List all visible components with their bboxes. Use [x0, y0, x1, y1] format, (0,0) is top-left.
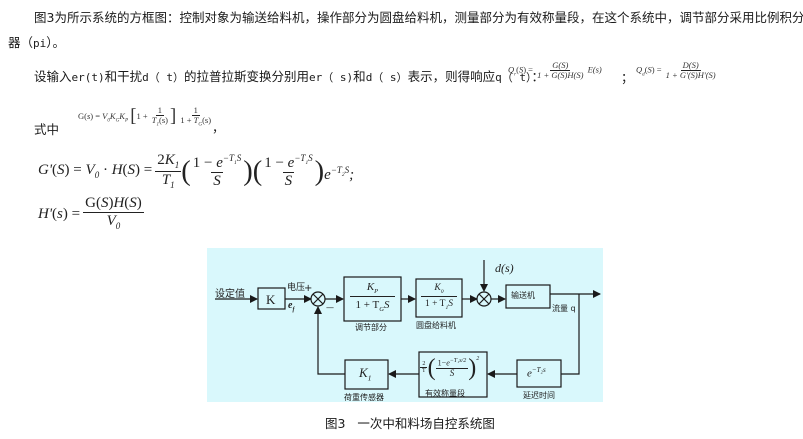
where-label: 式中: [34, 122, 60, 137]
feeder-label: 圆盘给料机: [416, 321, 456, 330]
setpoint-label: 设定值: [215, 289, 245, 300]
controller-den-tail: S: [384, 299, 390, 312]
laplace-paragraph: 设输入er(t)和干扰d（ t）的拉普拉斯变换分别用er（ s)和d（ s）表示…: [34, 69, 544, 86]
separator-semicolon: ；: [621, 70, 634, 85]
controller-den: 1 + T: [355, 299, 380, 312]
code-d-t: d（ t）: [142, 71, 185, 84]
code-er-s: er（ s): [309, 71, 354, 84]
text: ：: [531, 69, 544, 84]
text: 和干扰: [104, 69, 143, 84]
q2-denominator: 1 + G'(S)H'(S): [665, 69, 716, 80]
q1-tail: E(s): [587, 64, 602, 75]
q2-numerator: D(S): [680, 60, 701, 71]
delay-block: e−T₂s: [527, 366, 546, 380]
plus-sign: +: [304, 283, 313, 294]
intro-paragraph-line2: 器（pi）。: [8, 35, 65, 52]
figure-title: 一次中和料场自控系统图: [357, 416, 495, 431]
sensor-sub: 1: [367, 373, 372, 383]
flow-label: 流量 q: [552, 304, 576, 313]
gain-block: K: [266, 292, 276, 307]
minus-sign: —: [326, 303, 334, 312]
figure-caption: 图3 一次中和料场自控系统图: [325, 413, 495, 432]
q2-lhs: Q: [636, 64, 643, 75]
text: 设输入: [34, 69, 72, 84]
text: 和: [353, 69, 366, 84]
q1-lhs: Q: [508, 64, 515, 75]
delay-label: 延迟时间: [523, 391, 555, 400]
feeder-den-sub: 1: [445, 304, 449, 311]
intro-paragraph-line1: 图3为所示系统的方框图：控制对象为输送给料机，操作部分为圆盘给料机，测量部分为有…: [34, 10, 803, 25]
weigh-label: 有效称量段: [425, 389, 465, 398]
error-sub: f: [292, 307, 295, 313]
controller-den-sub: G: [379, 306, 384, 314]
text: 表示，则得响应: [407, 69, 496, 84]
text: 器（: [8, 35, 34, 50]
formula-h-prime: H'(s) = G(S)H(S)V0: [38, 195, 144, 231]
feedback-line-right: [562, 294, 580, 375]
conveyor-block: 输送机: [511, 291, 535, 300]
error-symbol: e: [288, 300, 293, 311]
delay-exponent: −T₂s: [531, 366, 546, 374]
sensor-block-box: [344, 359, 389, 390]
controller-num-sub: P: [374, 288, 379, 296]
controller-label: 调节部分: [355, 323, 387, 332]
feeder-block: K0 1 + T1S: [416, 281, 462, 311]
formula-q1: Qr(S) = G(S)1 + G(S)H(S) E(s): [508, 60, 602, 80]
feeder-den: 1 + T: [424, 298, 446, 309]
figure-number: 图3: [325, 416, 346, 431]
controller-block-box: [343, 276, 402, 322]
feeder-num-sub: 0: [440, 288, 444, 295]
controller-num: K: [366, 281, 375, 293]
formula-q2: Qd(S) = D(S)1 + G'(S)H'(S): [636, 60, 716, 80]
q1-denominator: 1 + G(S)H(S): [537, 69, 584, 80]
feeder-den-tail: S: [448, 298, 454, 309]
comma: ，: [212, 120, 225, 135]
code-pi: pi: [33, 37, 47, 50]
code-er-t: er(t): [71, 71, 105, 84]
delay-base: e: [527, 367, 532, 380]
voltage-label: 电压: [287, 283, 306, 293]
conveyor-block-box: [505, 284, 551, 309]
sensor-symbol: K: [359, 365, 368, 380]
error-label: ef: [288, 300, 294, 313]
q1-numerator: G(S): [550, 60, 571, 71]
disturbance-label: d(s): [495, 261, 514, 275]
text: ）。: [46, 35, 66, 50]
controller-block: KP 1 + TGS: [344, 279, 401, 313]
control-block-diagram: 设定值 K 电压 ef + — KP 1 + TGS 调节部分 K0 1 + T…: [207, 248, 603, 402]
feeder-block-box: [415, 278, 463, 318]
diagram-lines: [215, 260, 601, 398]
weigh-block-box: [418, 351, 488, 398]
feeder-num: K: [434, 283, 441, 293]
code-d-s: d（ s）: [365, 71, 408, 84]
code-q-t: q（ t）: [495, 71, 532, 84]
sensor-label: 荷重传感器: [344, 393, 384, 402]
text: 的拉普拉斯变换分别用: [184, 69, 310, 84]
sensor-block: K1: [359, 365, 372, 383]
feedback-to-sum-arrow: [314, 306, 345, 375]
